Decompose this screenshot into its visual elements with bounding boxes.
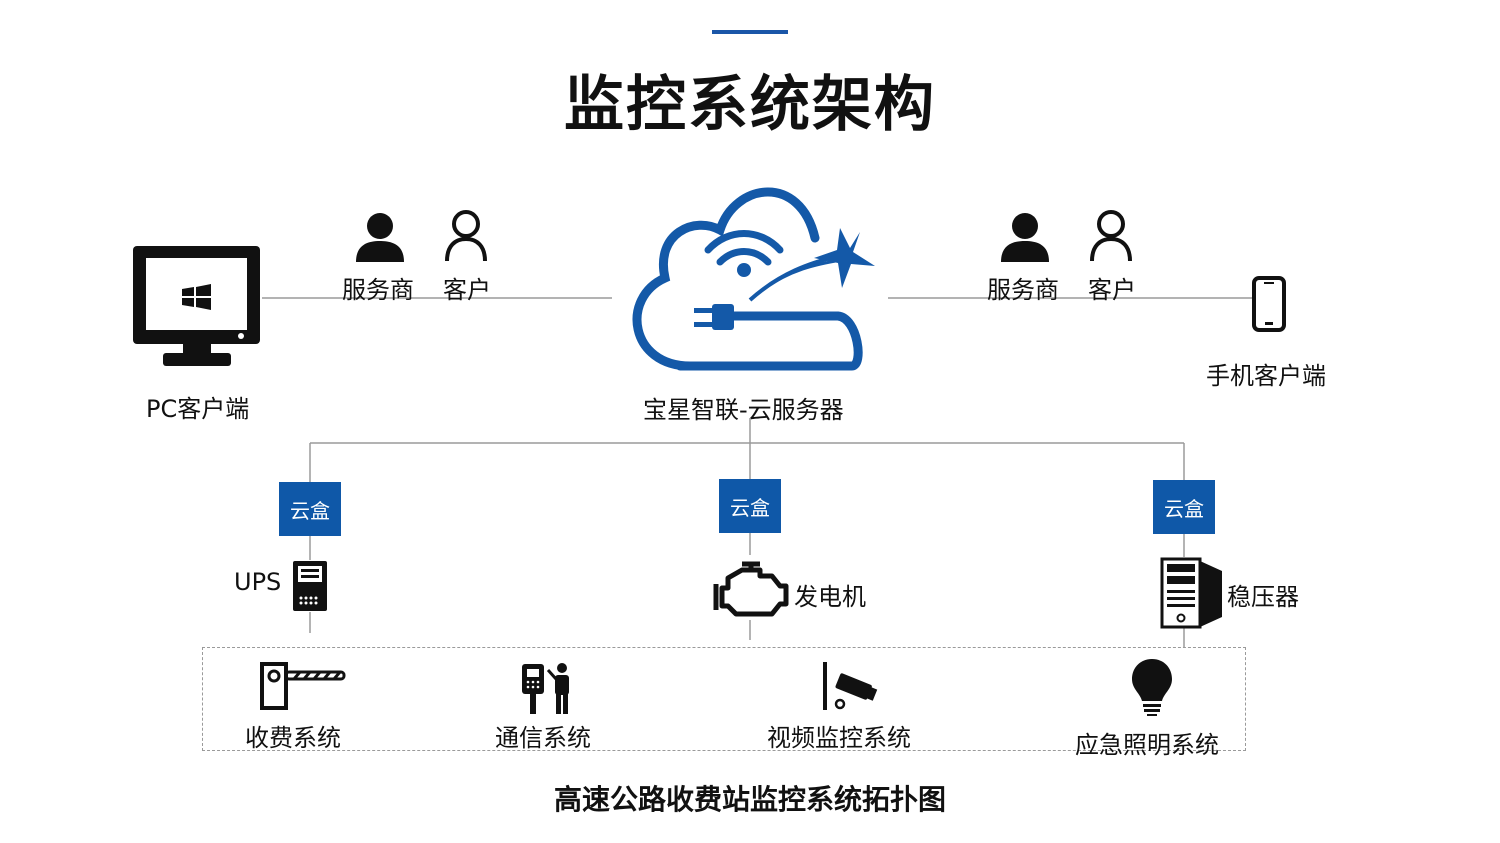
- regulator-label: 稳压器: [1227, 583, 1299, 611]
- left-provider-label: 服务商: [342, 276, 414, 304]
- person-filled-icon: [1001, 213, 1049, 262]
- windows-monitor-icon: [133, 246, 260, 366]
- right-provider-label: 服务商: [987, 276, 1059, 304]
- person-outline-icon: [445, 210, 487, 262]
- cloud-box-left: 云盒: [279, 482, 341, 536]
- cloud-box-right: 云盒: [1153, 480, 1215, 534]
- left-customer-label: 客户: [443, 276, 491, 304]
- toll-barrier-icon: [260, 662, 346, 710]
- title-accent-bar: [712, 30, 788, 34]
- intercom-person-icon: [522, 663, 569, 714]
- communication-system-label: 通信系统: [495, 724, 591, 752]
- engine-icon: [713, 561, 789, 617]
- person-outline-icon: [1090, 210, 1132, 262]
- ups-cabinet-icon: [293, 561, 327, 611]
- cctv-camera-icon: [823, 662, 878, 710]
- emergency-lighting-label: 应急照明系统: [1075, 731, 1219, 759]
- smartphone-icon: [1252, 276, 1286, 332]
- person-filled-icon: [356, 213, 404, 262]
- subsystems-frame: [202, 647, 1246, 751]
- server-tower-icon: [1160, 557, 1222, 629]
- server-label: 宝星智联-云服务器: [643, 396, 844, 424]
- video-surveillance-label: 视频监控系统: [767, 724, 911, 752]
- toll-system-label: 收费系统: [245, 724, 341, 752]
- cloud-box-center: 云盒: [719, 479, 781, 533]
- generator-label: 发电机: [794, 583, 866, 611]
- mobile-client-label: 手机客户端: [1206, 362, 1326, 390]
- cloud-server-icon: [632, 187, 875, 371]
- ups-label: UPS: [234, 568, 282, 596]
- pc-client-label: PC客户端: [146, 395, 250, 423]
- right-customer-label: 客户: [1088, 276, 1136, 304]
- figure-caption: 高速公路收费站监控系统拓扑图: [553, 783, 946, 816]
- light-bulb-icon: [1132, 659, 1172, 716]
- page-title: 监控系统架构: [564, 70, 936, 140]
